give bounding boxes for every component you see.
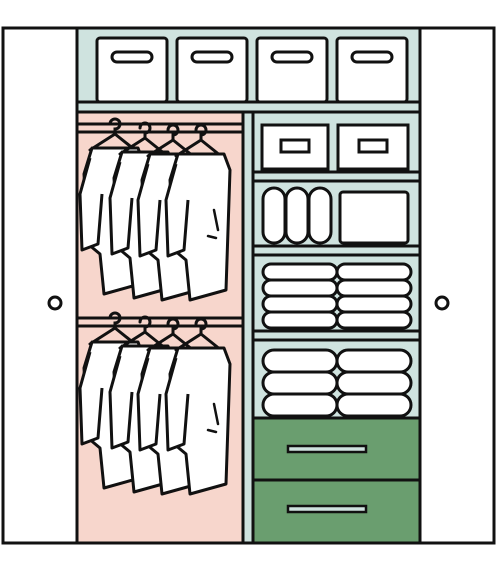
- storage-bin[interactable]: [175, 36, 249, 104]
- drawer-handle-icon[interactable]: [286, 444, 368, 454]
- left-door[interactable]: [1, 26, 79, 545]
- drawer[interactable]: [251, 416, 422, 482]
- folded-item[interactable]: [261, 370, 339, 396]
- storage-bin[interactable]: [335, 36, 409, 104]
- rolled-item[interactable]: [284, 186, 310, 245]
- knob-icon[interactable]: [434, 295, 450, 311]
- right-door[interactable]: [418, 26, 496, 545]
- folded-item[interactable]: [261, 310, 339, 330]
- folded-item[interactable]: [261, 294, 339, 314]
- small-boxes: [260, 123, 410, 171]
- folded-item[interactable]: [261, 278, 339, 298]
- storage-bin[interactable]: [95, 36, 169, 104]
- folded-item[interactable]: [335, 370, 413, 396]
- folded-item[interactable]: [335, 294, 413, 314]
- knob-icon[interactable]: [47, 295, 63, 311]
- hanging-rod: [75, 122, 245, 134]
- shelf: [251, 244, 422, 257]
- small-box[interactable]: [336, 123, 410, 171]
- rolled-item[interactable]: [261, 186, 287, 245]
- drawer-handle-icon[interactable]: [286, 504, 368, 514]
- small-box[interactable]: [260, 123, 330, 171]
- folded-item[interactable]: [261, 348, 339, 374]
- folded-item[interactable]: [261, 262, 339, 282]
- shelf: [251, 329, 422, 342]
- folded-item[interactable]: [335, 278, 413, 298]
- drawers: [251, 416, 422, 545]
- folded-item[interactable]: [261, 392, 339, 418]
- basket[interactable]: [338, 190, 410, 245]
- rolled-items: [261, 186, 333, 245]
- top-bins: [95, 36, 409, 104]
- folded-stacks-upper: [261, 262, 413, 330]
- drawer[interactable]: [251, 478, 422, 545]
- hanging-rod: [75, 316, 245, 328]
- folded-stacks-lower: [261, 348, 413, 418]
- folded-item[interactable]: [335, 392, 413, 418]
- folded-item[interactable]: [335, 348, 413, 374]
- shelf: [251, 170, 422, 183]
- storage-bin[interactable]: [255, 36, 329, 104]
- rolled-item[interactable]: [307, 186, 333, 245]
- folded-item[interactable]: [335, 262, 413, 282]
- folded-item[interactable]: [335, 310, 413, 330]
